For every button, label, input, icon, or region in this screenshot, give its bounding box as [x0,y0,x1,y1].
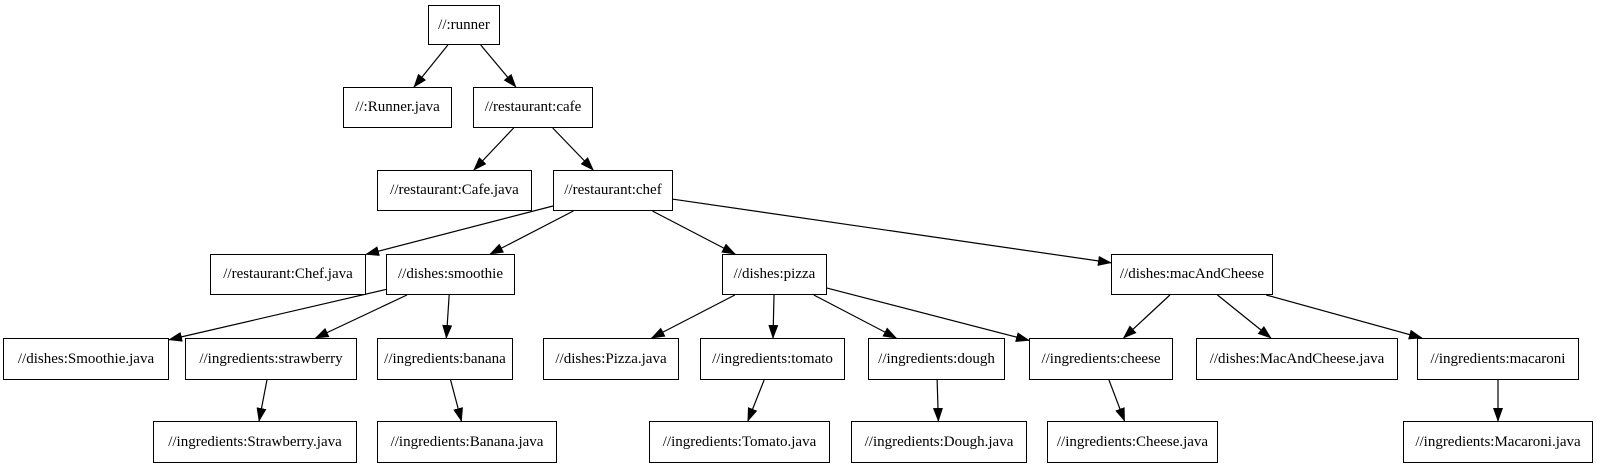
edge-chef-smoothie [489,210,574,255]
edge-smoothie-strawberry [314,294,408,339]
edge-pizza-pizza_java [650,294,736,339]
graph-node-strawberry_java: //ingredients:Strawberry.java [153,421,357,463]
edge-macandcheese-macaroni [1266,294,1423,340]
graph-node-macandcheese_java: //dishes:MacAndCheese.java [1196,338,1398,380]
graph-node-cheese: //ingredients:cheese [1029,338,1173,380]
edge-runner-runner_java [413,44,449,88]
edge-chef-macandcheese [672,198,1112,266]
edge-cafe-chef [552,127,594,171]
graph-node-smoothie: //dishes:smoothie [386,254,515,295]
edge-cheese-cheese_java [1108,379,1126,422]
graph-node-macaroni_java: //ingredients:Macaroni.java [1403,421,1593,463]
edge-strawberry-strawberry_java [256,379,268,422]
graph-node-banana_java: //ingredients:Banana.java [377,421,557,463]
graph-node-macandcheese: //dishes:macAndCheese [1111,254,1273,295]
graph-node-smoothie_java: //dishes:Smoothie.java [3,338,169,380]
edge-dough-dough_java [932,379,943,422]
graph-node-pizza_java: //dishes:Pizza.java [543,338,679,380]
edge-pizza-dough [813,294,898,339]
edge-smoothie-smoothie_java [168,288,387,342]
graph-node-cafe: //restaurant:cafe [473,87,593,128]
edge-smoothie-banana [442,294,453,339]
edge-pizza-tomato [768,294,779,339]
edge-macandcheese-macandcheese_java [1217,294,1272,339]
graph-node-dough: //ingredients:dough [868,338,1005,380]
graph-node-banana: //ingredients:banana [377,338,513,380]
graph-node-tomato_java: //ingredients:Tomato.java [649,421,830,463]
graph-node-cafe_java: //restaurant:Cafe.java [377,170,532,211]
edge-macandcheese-cheese [1122,294,1171,339]
graph-node-dough_java: //ingredients:Dough.java [851,421,1027,463]
edge-cafe-cafe_java [473,127,515,171]
graph-node-tomato: //ingredients:tomato [700,338,845,380]
graph-node-chef_java: //restaurant:Chef.java [210,254,366,295]
graph-node-macaroni: //ingredients:macaroni [1417,338,1579,380]
graph-node-pizza: //dishes:pizza [722,254,827,295]
edge-tomato-tomato_java [747,379,765,422]
edge-pizza-cheese [826,287,1030,342]
graph-node-strawberry: //ingredients:strawberry [185,338,357,380]
edge-banana-banana_java [449,379,463,422]
graph-node-chef: //restaurant:chef [553,170,673,211]
edge-chef-pizza [652,210,736,255]
graph-node-cheese_java: //ingredients:Cheese.java [1047,421,1218,463]
edge-chef-chef_java [365,205,554,256]
graph-node-runner_java: //:Runner.java [343,87,452,128]
edge-runner-cafe [480,44,517,88]
graph-node-runner: //:runner [428,5,500,45]
